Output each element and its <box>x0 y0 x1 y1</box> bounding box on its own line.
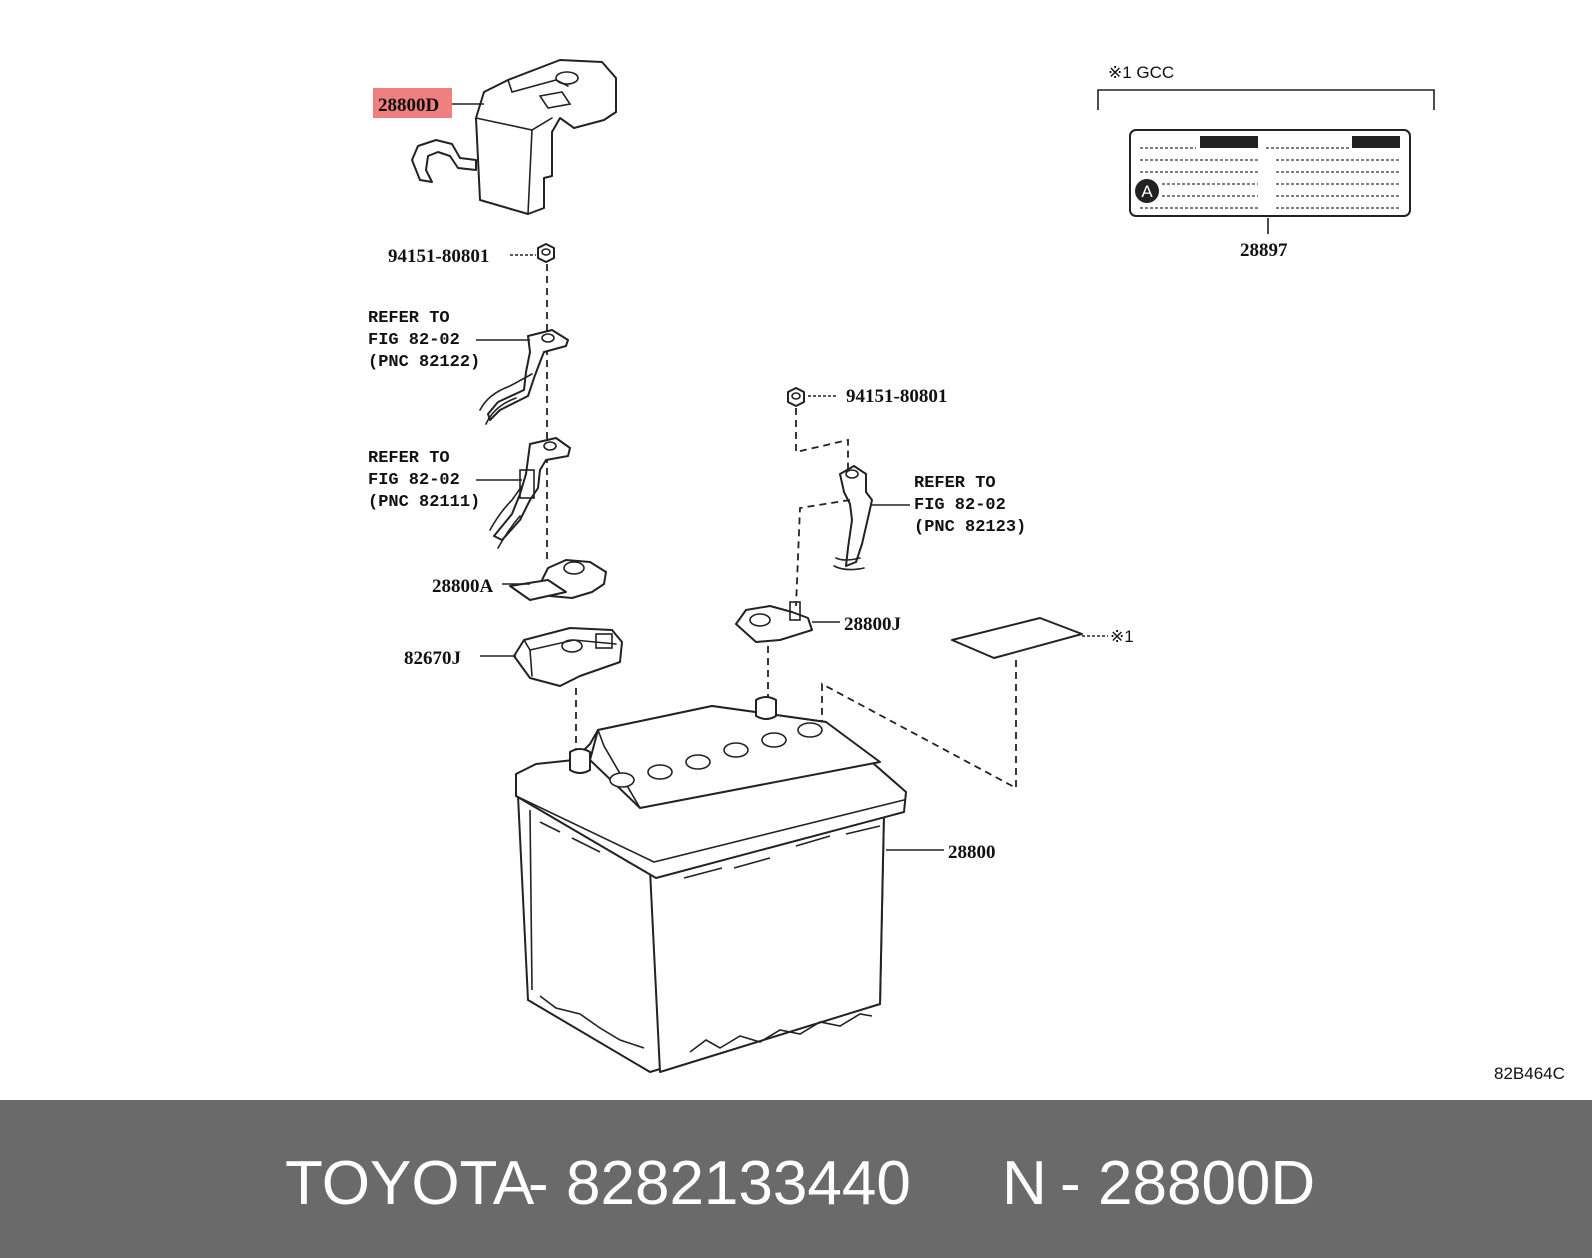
footer-banner: TOYOTA - 8282133440 N - 28800D <box>0 1100 1592 1258</box>
label-ref1-line3: (PNC 82122) <box>368 353 480 372</box>
footer-separator-1: - <box>528 1149 549 1218</box>
footer-brand: TOYOTA <box>285 1149 535 1218</box>
nut-right-drawing <box>787 387 805 407</box>
terminal-28800A-drawing <box>509 559 607 601</box>
parts-diagram: 28800D 94151-80801 REFER TO FIG 82-02 (P… <box>368 59 1565 1083</box>
figure-code: 82B464C <box>1494 1064 1565 1083</box>
label-28800A: 28800A <box>432 576 494 597</box>
label-note-star1: ※1 <box>1110 627 1134 646</box>
label-card-drawing <box>951 617 1083 659</box>
label-bolt-top: 94151-80801 <box>388 246 489 267</box>
gcc-bracket <box>1097 89 1435 110</box>
gcc-label-plate-drawing <box>1129 129 1411 217</box>
label-ref3-line1: REFER TO <box>914 474 996 493</box>
footer-part-number: 8282133440 <box>566 1149 911 1218</box>
terminal-28800J-drawing <box>735 601 813 643</box>
label-gcc-note: ※1 GCC <box>1108 63 1174 82</box>
label-ref3-line2: FIG 82-02 <box>914 496 1006 515</box>
assembly-line-right-top <box>795 408 849 470</box>
label-ref2-line3: (PNC 82111) <box>368 493 480 512</box>
holder-82670J-drawing <box>513 627 623 687</box>
label-28800: 28800 <box>948 842 996 863</box>
label-bolt-right: 94151-80801 <box>846 386 947 407</box>
terminal-cover-drawing <box>411 59 617 215</box>
nut-top-drawing <box>537 243 555 263</box>
label-82670J: 82670J <box>404 648 461 669</box>
assembly-line-right-mid <box>795 499 851 607</box>
footer-ref-code: 28800D <box>1098 1149 1316 1218</box>
cable-82122-drawing <box>479 329 569 425</box>
badge-a: A <box>1141 182 1153 201</box>
label-ref3-line3: (PNC 82123) <box>914 518 1026 537</box>
label-ref2-line1: REFER TO <box>368 449 450 468</box>
label-28800J: 28800J <box>844 614 901 635</box>
label-ref1-line1: REFER TO <box>368 309 450 328</box>
cable-82111-drawing <box>489 437 571 549</box>
highlight-28800D <box>373 88 452 118</box>
label-ref1-line2: FIG 82-02 <box>368 331 460 350</box>
battery-drawing <box>515 696 907 1073</box>
cable-82123-drawing <box>833 465 873 571</box>
label-28800D: 28800D <box>378 95 439 116</box>
label-ref2-line2: FIG 82-02 <box>368 471 460 490</box>
footer-separator-2: - <box>1060 1149 1081 1218</box>
label-28897: 28897 <box>1240 240 1288 261</box>
footer-prefix: N <box>1002 1149 1047 1218</box>
